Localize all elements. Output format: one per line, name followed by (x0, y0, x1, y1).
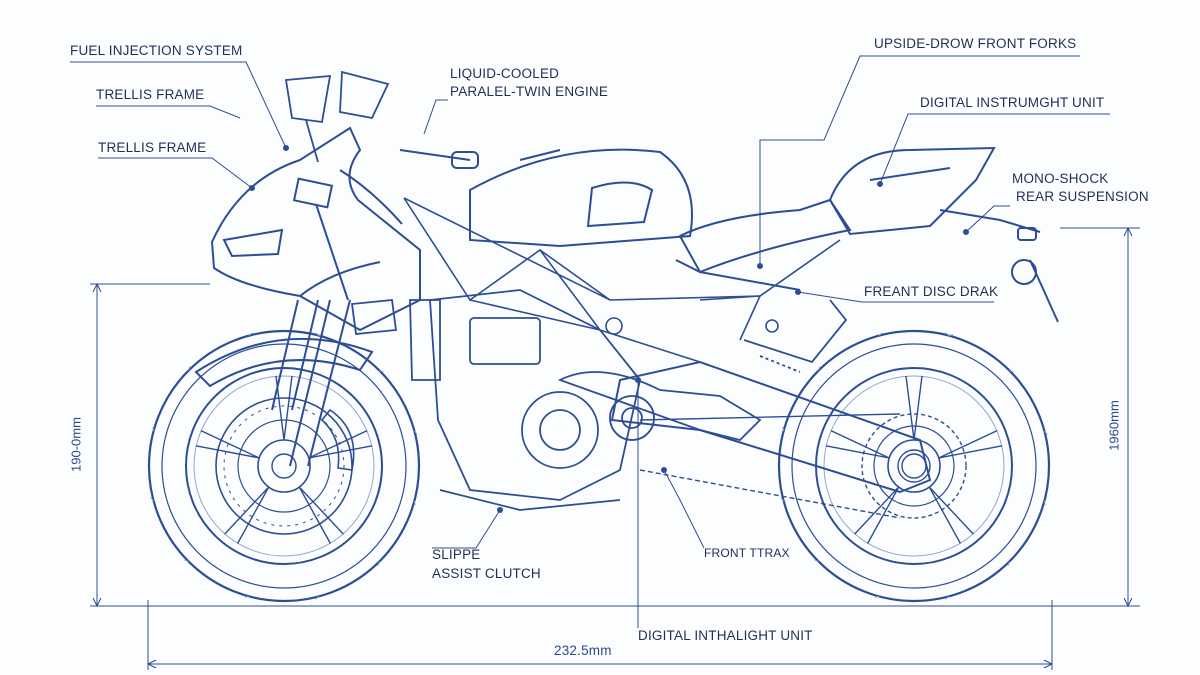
engine (350, 289, 655, 511)
leader-lines (70, 55, 1110, 628)
dimension-height-right: 1960mm (1106, 400, 1122, 451)
rear-shock (743, 299, 848, 373)
label-front-forks: UPSIDE-DROW FRONT FORKS (874, 36, 1077, 51)
label-mono-shock-line1: MONO-SHOCK (1012, 171, 1109, 186)
windscreen-mirror (284, 70, 390, 163)
swingarm (610, 360, 932, 494)
dimension-length: 232.5mm (554, 643, 612, 658)
rear-sprocket (861, 413, 967, 519)
seat (675, 198, 852, 291)
front-brake-disc (215, 397, 355, 535)
label-fuel-injection: FUEL INJECTION SYSTEM (70, 43, 243, 58)
handlebar (399, 149, 479, 169)
front-wheel (147, 329, 421, 603)
tail-section (828, 146, 1059, 323)
label-engine-line1: LIQUID-COOLED (450, 66, 560, 81)
label-trellis-frame-lower: TRELLIS FRAME (98, 140, 207, 155)
label-front-trax: FRONT TTRAX (704, 546, 790, 560)
label-mono-shock-line2: REAR SUSPENSION (1016, 189, 1149, 204)
label-clutch-line2: ASSIST CLUTCH (432, 566, 541, 581)
label-engine-line2: PARALEL-TWIN ENGINE (450, 84, 609, 99)
label-clutch-line1: SLIPPE (432, 547, 481, 562)
label-disc-brake: FREANT DISC DRAK (864, 284, 999, 299)
drive-chain (639, 413, 901, 519)
label-trellis-frame-upper: TRELLIS FRAME (96, 87, 205, 102)
front-fairing (210, 126, 421, 332)
fuel-tank (469, 148, 693, 248)
dimension-height-left: 190-0mm (68, 417, 84, 472)
dimension-lines (90, 226, 1140, 670)
label-instrument-unit: DIGITAL INSTRUMGHT UNIT (920, 95, 1105, 110)
front-fender (194, 337, 374, 388)
label-headlight-unit: DIGITAL INTHALIGHT UNIT (638, 628, 813, 643)
front-forks (271, 177, 351, 467)
exhaust (557, 371, 762, 441)
